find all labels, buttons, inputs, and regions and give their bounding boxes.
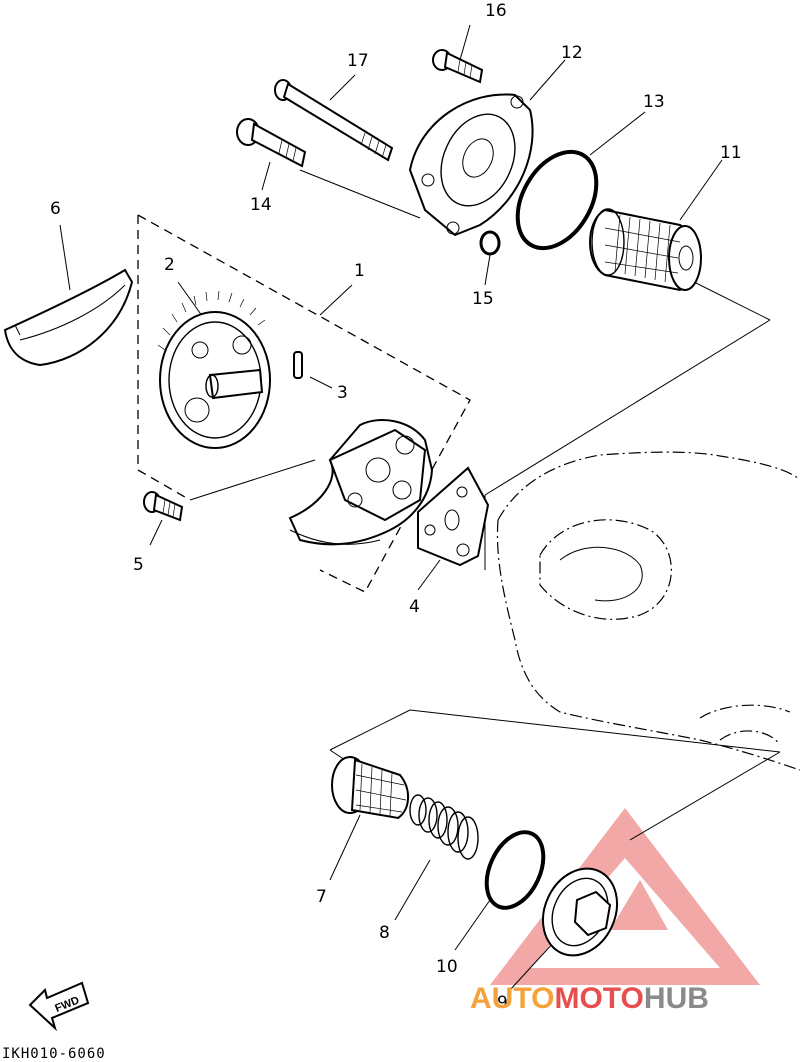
callout-12: 12 — [561, 43, 583, 63]
part-15-small-o-ring — [479, 230, 501, 256]
diagram-code: IKH010-6060 — [2, 1046, 106, 1062]
callout-16: 16 — [485, 1, 507, 21]
watermark-text: AUTOMOTOHUB — [470, 982, 709, 1015]
callout-7: 7 — [316, 887, 327, 907]
part-16-bolt — [432, 49, 484, 84]
leader-lines — [59, 24, 781, 991]
callout-11: 11 — [720, 143, 742, 163]
part-8-compression-spring — [409, 794, 479, 860]
callout-labels: 1 2 3 4 5 6 7 8 9 10 11 12 13 14 15 16 1… — [50, 1, 742, 1013]
watermark-part-auto: AUTO — [470, 982, 554, 1015]
watermark-part-moto: MOTO — [554, 982, 643, 1015]
callout-17: 17 — [347, 51, 369, 71]
part-12-oil-filter-cover — [408, 93, 534, 237]
svg-text:AUTOMOTOHUB: AUTOMOTOHUB — [470, 982, 709, 1015]
callout-13: 13 — [643, 92, 665, 112]
callout-5: 5 — [133, 555, 144, 575]
watermark-part-hub: HUB — [644, 982, 709, 1015]
part-17-long-bolt — [274, 79, 394, 162]
forward-direction-arrow: FWD — [28, 981, 90, 1032]
part-10-o-ring — [484, 830, 546, 910]
oil-pump-assembly-group-outline — [137, 214, 471, 593]
part-1-oil-pump-body — [288, 419, 434, 546]
callout-3: 3 — [337, 383, 348, 403]
part-9-drain-plug — [542, 867, 618, 957]
callout-2: 2 — [164, 255, 175, 275]
callout-15: 15 — [472, 289, 494, 309]
part-13-large-o-ring — [515, 149, 599, 251]
part-4-gasket — [417, 466, 490, 567]
callout-1: 1 — [354, 261, 365, 281]
crankcase-outline — [496, 451, 800, 771]
part-6-pump-cover-guide — [3, 268, 134, 367]
part-7-oil-strainer — [331, 756, 409, 820]
part-14-bolt — [236, 118, 307, 168]
part-2-oil-pump-driven-gear — [157, 290, 271, 449]
part-3-dowel-pin — [293, 351, 303, 379]
callout-4: 4 — [409, 597, 420, 617]
callout-6: 6 — [50, 199, 61, 219]
callout-9: 9 — [497, 993, 508, 1013]
part-5-screw — [143, 491, 184, 522]
part-11-oil-filter-element — [589, 208, 702, 292]
callout-10: 10 — [436, 957, 458, 977]
callout-14: 14 — [250, 195, 272, 215]
callout-8: 8 — [379, 923, 390, 943]
